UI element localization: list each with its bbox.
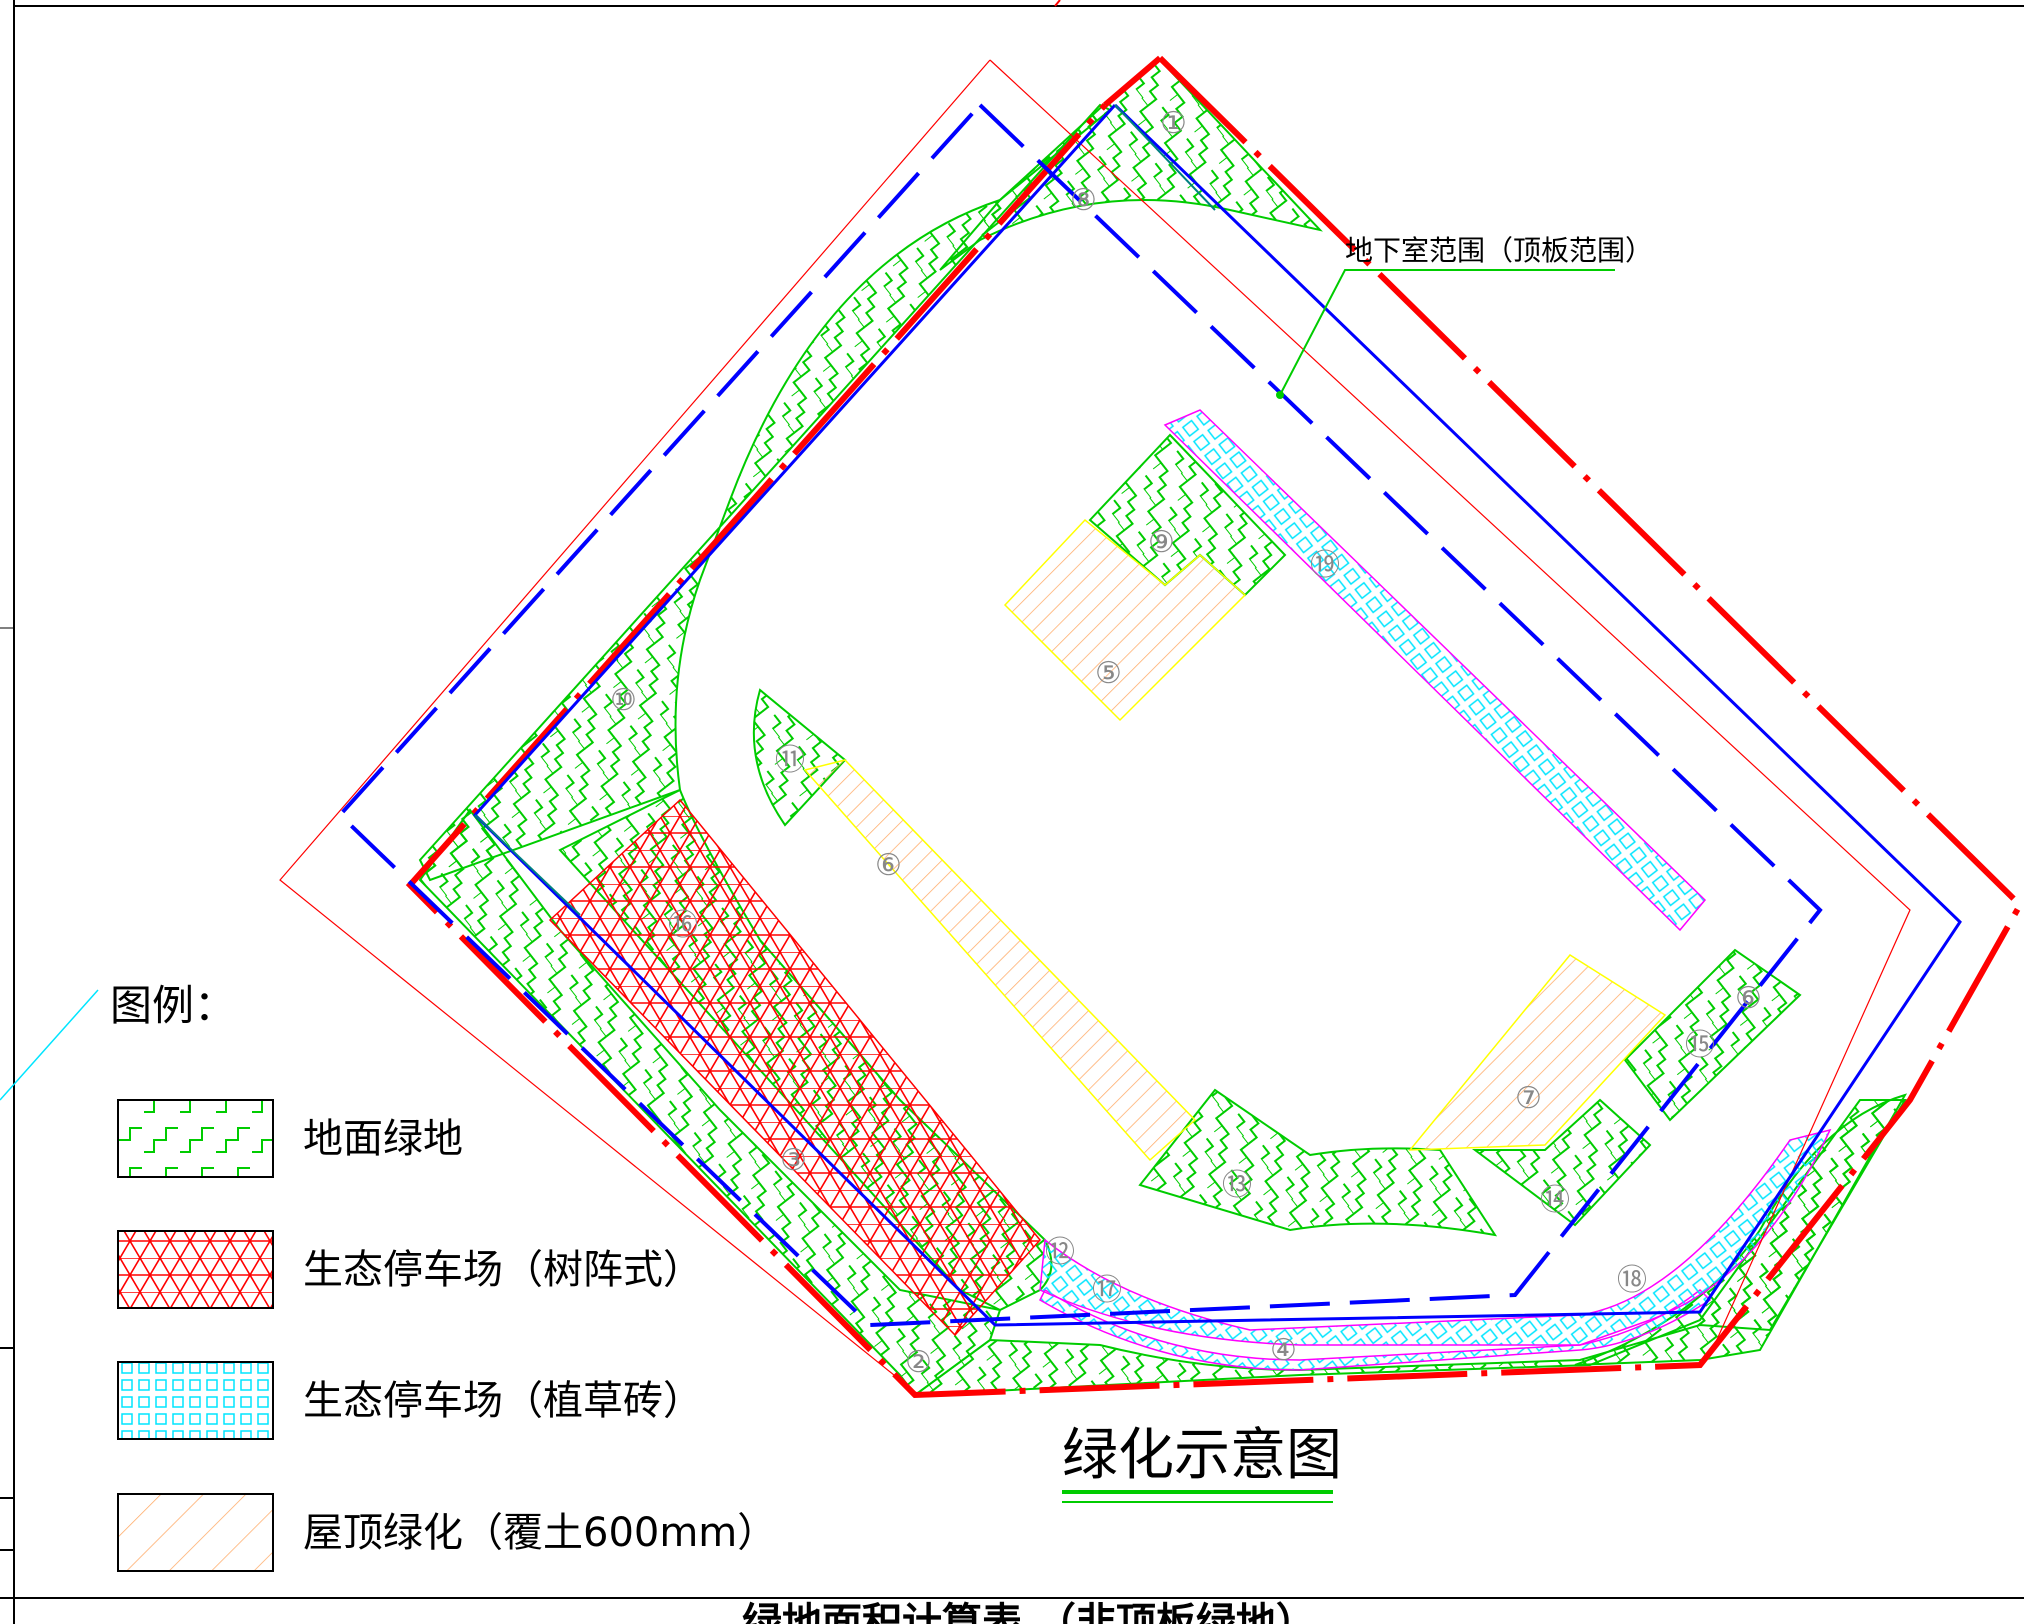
legend-title: 图例： xyxy=(110,981,236,1030)
zone-13 xyxy=(1138,1088,1498,1237)
zone-label-18: ⑱ xyxy=(1617,1263,1647,1298)
zone-7 xyxy=(1408,954,1667,1151)
zone-5 xyxy=(1003,518,1247,722)
legend-swatch-grass-brick xyxy=(117,1361,274,1440)
legend-swatch-ground-green xyxy=(117,1099,274,1178)
zone-label-2: ② xyxy=(905,1345,932,1380)
basement-note-text: 地下室范围（顶板范围） xyxy=(1345,234,1653,267)
legend-label-ground-green: 地面绿地 xyxy=(303,1116,463,1162)
zone-14 xyxy=(1472,1098,1652,1227)
zone-label-13: ⑬ xyxy=(1222,1168,1252,1203)
zone-label-11: ⑪ xyxy=(775,743,805,778)
zone-4 xyxy=(1039,1288,1712,1371)
legend-label-roof-green: 屋顶绿化（覆土600mm） xyxy=(303,1510,777,1556)
zone-label-6b: ⑥ xyxy=(1735,981,1762,1016)
zone-label-16: ⑯ xyxy=(668,908,698,943)
drawing-title: 绿化示意图 xyxy=(1062,1423,1342,1503)
zone-fills xyxy=(418,58,1908,1397)
zone-label-3: ③ xyxy=(780,1143,807,1178)
zone-15 xyxy=(1623,948,1802,1122)
building-lines xyxy=(337,103,1962,1328)
legend-swatch-tree-parking xyxy=(117,1230,274,1309)
bottom-table-title: 绿地面积计算表 （非顶板绿地） xyxy=(742,1600,1316,1624)
zone-17 xyxy=(1039,1128,1832,1346)
zone-label-14: ⑭ xyxy=(1540,1183,1570,1218)
zone-label-1: ① xyxy=(1160,106,1187,141)
zone-16 xyxy=(548,798,1041,1337)
zone-11 xyxy=(752,688,847,827)
legend: 图例： 地面绿地 生态停车场（树阵式） 生态停车场（植草砖） 屋顶绿化（覆土60… xyxy=(110,981,777,1572)
legend-label-tree-parking: 生态停车场（树阵式） xyxy=(303,1247,703,1293)
legend-swatch-roof-green xyxy=(117,1493,274,1572)
zone-19 xyxy=(1163,409,1707,932)
zone-label-4: ④ xyxy=(1270,1333,1297,1368)
zone-label-17: ⑰ xyxy=(1092,1273,1122,1308)
zone-1 xyxy=(939,58,1323,271)
basement-note: 地下室范围（顶板范围） xyxy=(1276,234,1653,399)
zone-label-19: ⑲ xyxy=(1310,548,1340,583)
zone-label-9: ⑨ xyxy=(1148,525,1175,560)
zone-labels: ① ② ③ ④ ⑤ ⑥ ⑦ ⑧ ⑨ ⑩ ⑪ ⑫ ⑬ ⑭ ⑮ ⑯ ⑰ ⑱ ⑲ ⑥ xyxy=(610,106,1762,1380)
zone-label-7: ⑦ xyxy=(1515,1081,1542,1116)
zone-label-5: ⑤ xyxy=(1095,656,1122,691)
zone-label-8: ⑧ xyxy=(1070,183,1097,218)
drawing-title-text: 绿化示意图 xyxy=(1062,1423,1342,1488)
zone-label-10: ⑩ xyxy=(610,683,637,718)
zone-label-15: ⑮ xyxy=(1685,1028,1715,1063)
legend-label-grass-brick: 生态停车场（植草砖） xyxy=(303,1378,703,1424)
zone-6 xyxy=(803,759,1197,1162)
zone-label-12: ⑫ xyxy=(1045,1235,1075,1270)
zone-label-6: ⑥ xyxy=(875,848,902,883)
